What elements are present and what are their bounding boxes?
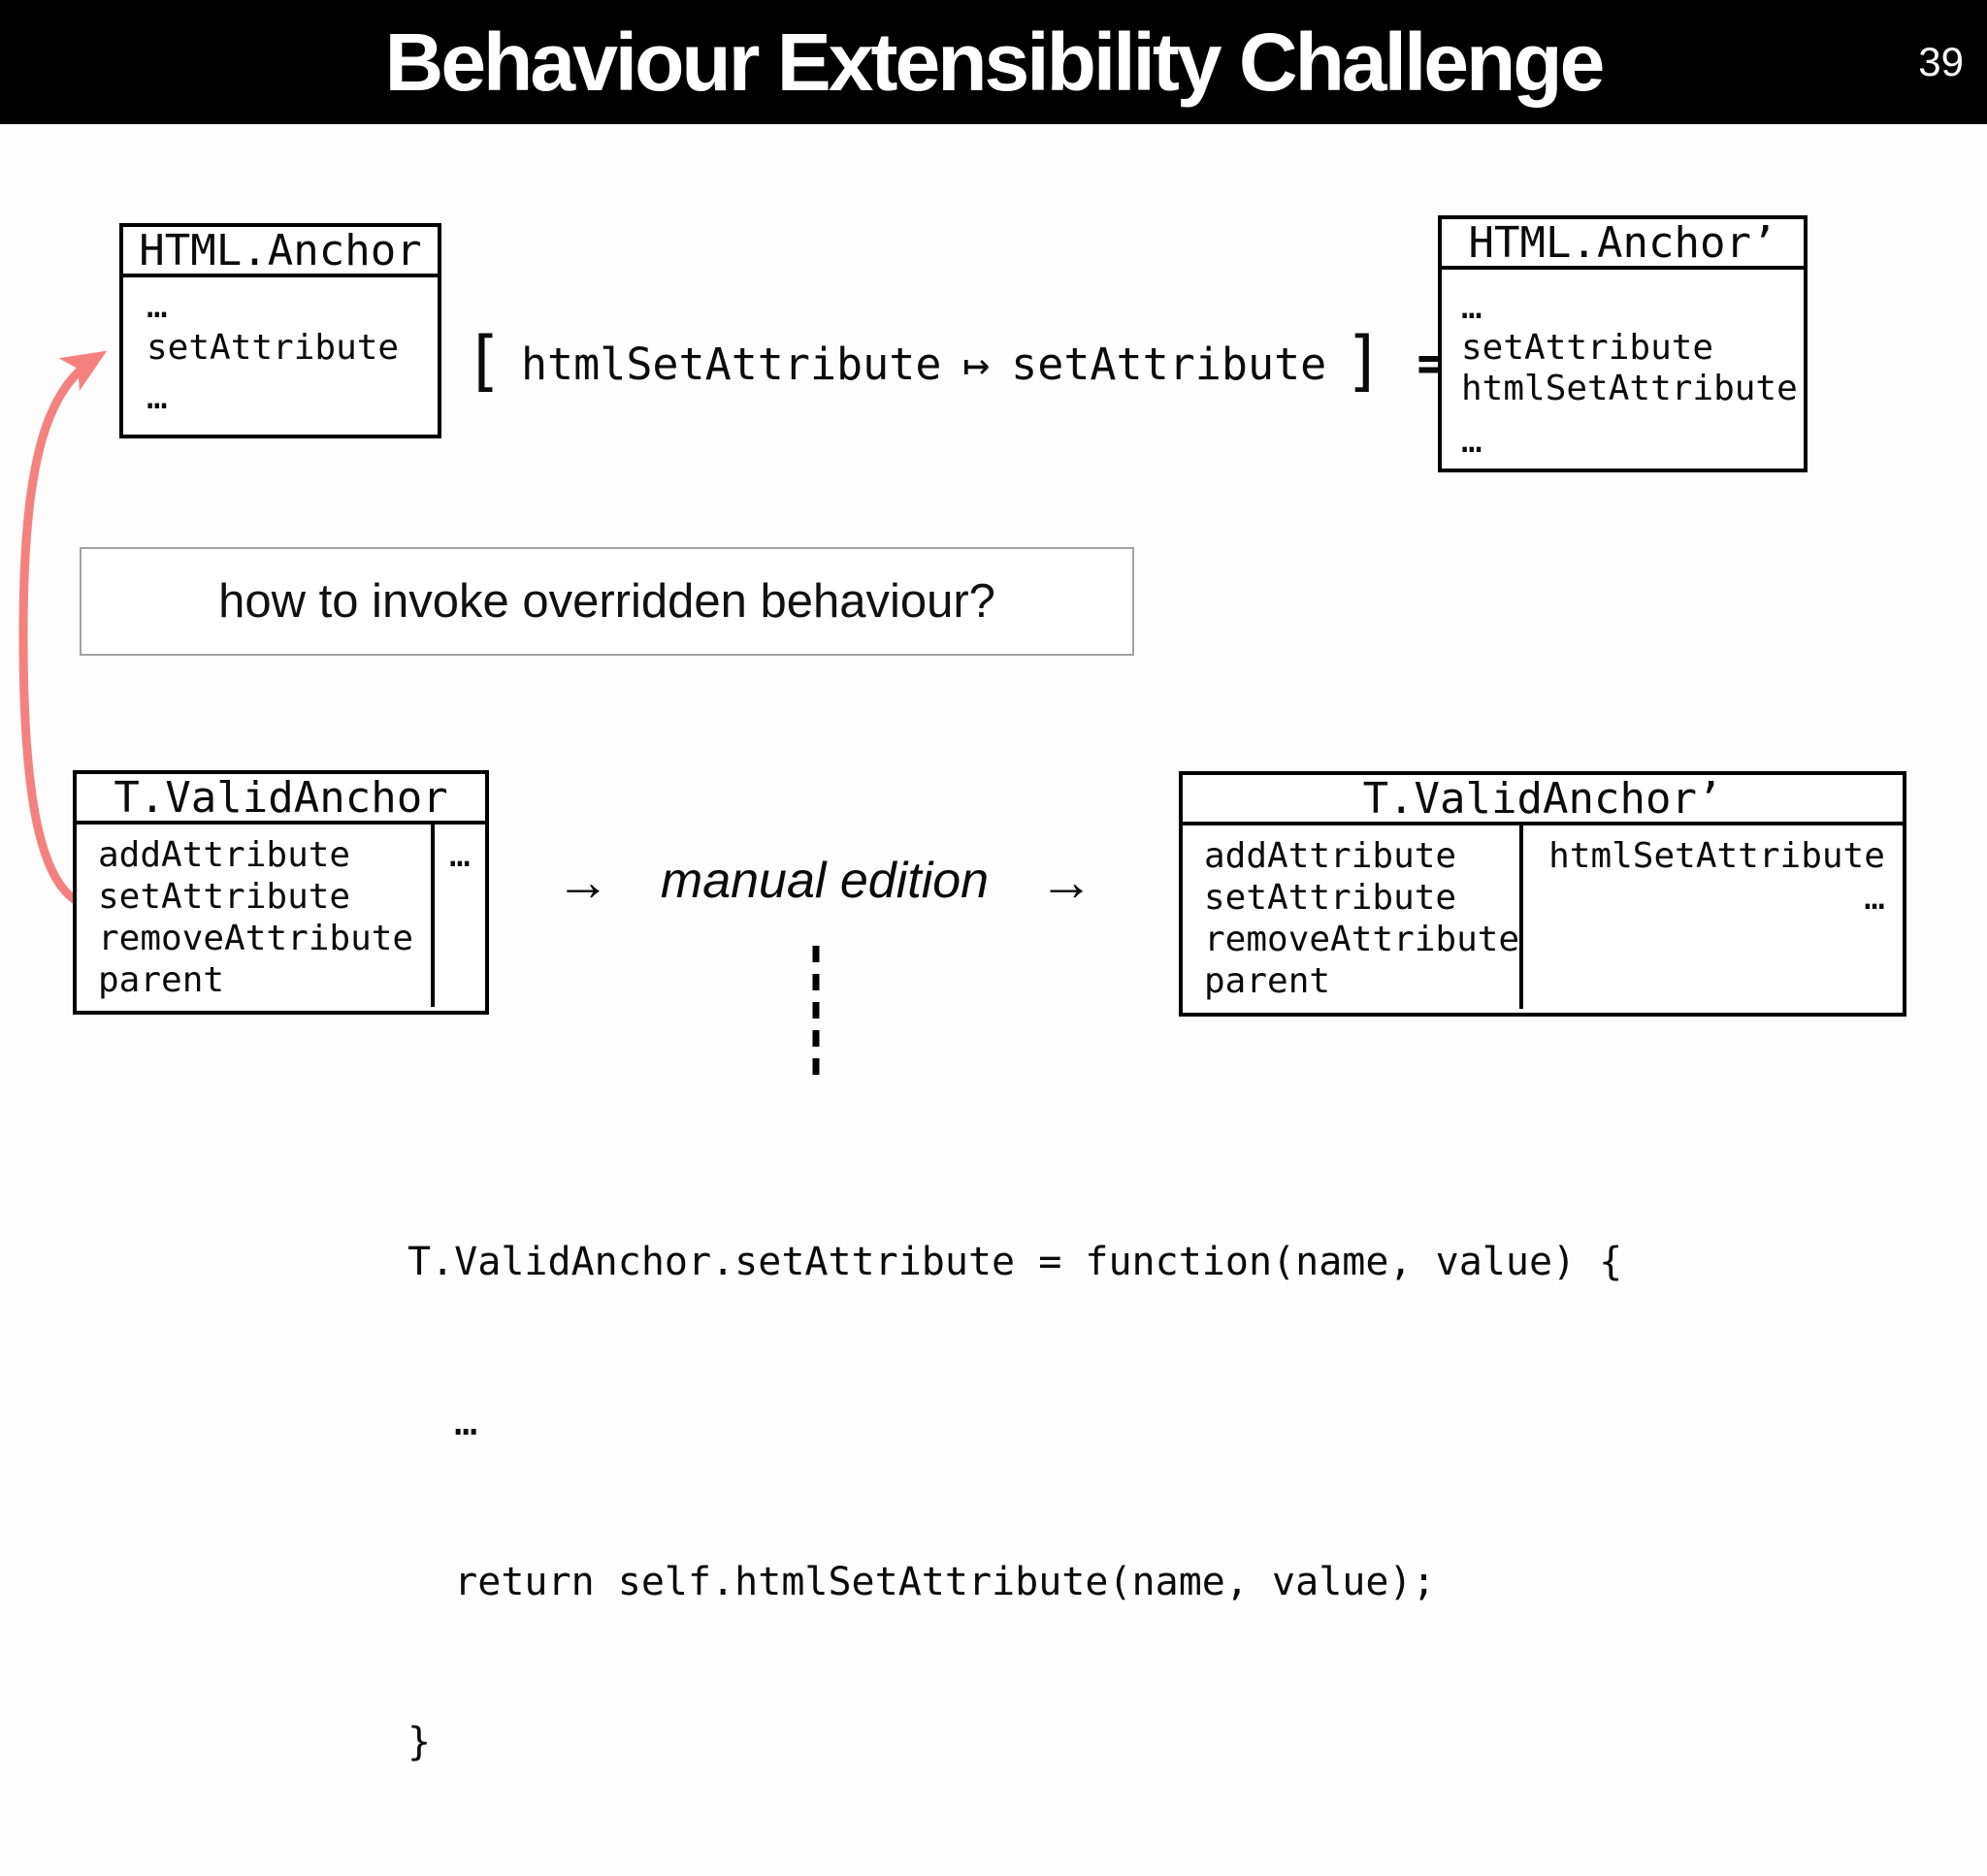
class-box-t-valid-anchor-prime: T.ValidAnchor’ addAttribute setAttribute… — [1179, 771, 1906, 1017]
class-box-title: HTML.Anchor — [123, 226, 438, 277]
slide-title: Behaviour Extensibility Challenge — [384, 16, 1606, 108]
class-box-html-anchor: HTML.Anchor … setAttribute … — [119, 223, 441, 438]
member-parent: parent — [1204, 961, 1331, 1001]
member-ellipsis: … — [147, 377, 168, 417]
formula-to: setAttribute — [1011, 338, 1327, 390]
member-removeattribute: removeAttribute — [98, 919, 414, 958]
member-ellipsis: … — [449, 835, 471, 875]
close-bracket: ] — [1344, 322, 1384, 400]
class-box-title: T.ValidAnchor’ — [1183, 774, 1903, 825]
code-line: T.ValidAnchor.setAttribute = function(na… — [407, 1240, 1623, 1284]
open-bracket: [ — [464, 322, 504, 400]
class-box-html-anchor-prime: HTML.Anchor’ … setAttribute htmlSetAttri… — [1438, 215, 1808, 472]
code-block: T.ValidAnchor.setAttribute = function(na… — [407, 1129, 1622, 1876]
member-setattribute: setAttribute — [1461, 328, 1714, 368]
members-column-right: … — [435, 825, 485, 1007]
formula-from: htmlSetAttribute — [520, 338, 942, 390]
member-htmlsetattribute: htmlSetAttribute — [1461, 369, 1798, 408]
member-setattribute: setAttribute — [1204, 878, 1457, 918]
members-column-left: addAttribute setAttribute removeAttribut… — [1183, 825, 1524, 1009]
class-box-t-valid-anchor: T.ValidAnchor addAttribute setAttribute … — [73, 770, 489, 1015]
class-box-members: addAttribute setAttribute removeAttribut… — [1183, 825, 1903, 1009]
member-ellipsis: … — [147, 286, 168, 326]
member-ellipsis: … — [1461, 287, 1482, 327]
member-addattribute: addAttribute — [1204, 836, 1457, 876]
slide-header: Behaviour Extensibility Challenge 39 — [0, 0, 1987, 124]
question-label: how to invoke overridden behaviour? — [218, 575, 995, 628]
member-ellipsis: … — [1864, 878, 1885, 918]
class-box-title: HTML.Anchor’ — [1442, 218, 1804, 270]
member-removeattribute: removeAttribute — [1204, 920, 1520, 959]
right-arrow-icon: → — [1039, 850, 1094, 912]
members-column-left: addAttribute setAttribute removeAttribut… — [77, 825, 435, 1007]
code-line: } — [407, 1720, 432, 1764]
mapsto-arrow-icon: ↦ — [962, 338, 991, 390]
question-box: how to invoke overridden behaviour? — [80, 547, 1134, 656]
manual-edition-label: manual edition — [660, 853, 990, 909]
rename-operation-formula: [ htmlSetAttribute ↦ setAttribute ] = — [464, 291, 1448, 437]
members-column-right: htmlSetAttribute … — [1523, 825, 1905, 1009]
manual-edition-annotation: → manual edition → — [524, 846, 1125, 916]
right-arrow-icon: → — [555, 850, 610, 912]
member-ellipsis: … — [1461, 421, 1482, 461]
class-box-members: … setAttribute htmlSetAttribute … — [1442, 270, 1804, 462]
code-line: return self.htmlSetAttribute(name, value… — [407, 1560, 1436, 1604]
member-parent: parent — [98, 960, 225, 1000]
member-addattribute: addAttribute — [98, 835, 351, 875]
class-box-members: … setAttribute … — [123, 277, 438, 418]
member-setattribute: setAttribute — [147, 328, 400, 368]
class-box-members: addAttribute setAttribute removeAttribut… — [77, 825, 485, 1007]
member-htmlsetattribute: htmlSetAttribute — [1548, 836, 1885, 876]
member-setattribute: setAttribute — [98, 877, 351, 917]
class-box-title: T.ValidAnchor — [77, 773, 485, 825]
slide-number: 39 — [1918, 39, 1964, 84]
code-line: … — [407, 1400, 478, 1444]
